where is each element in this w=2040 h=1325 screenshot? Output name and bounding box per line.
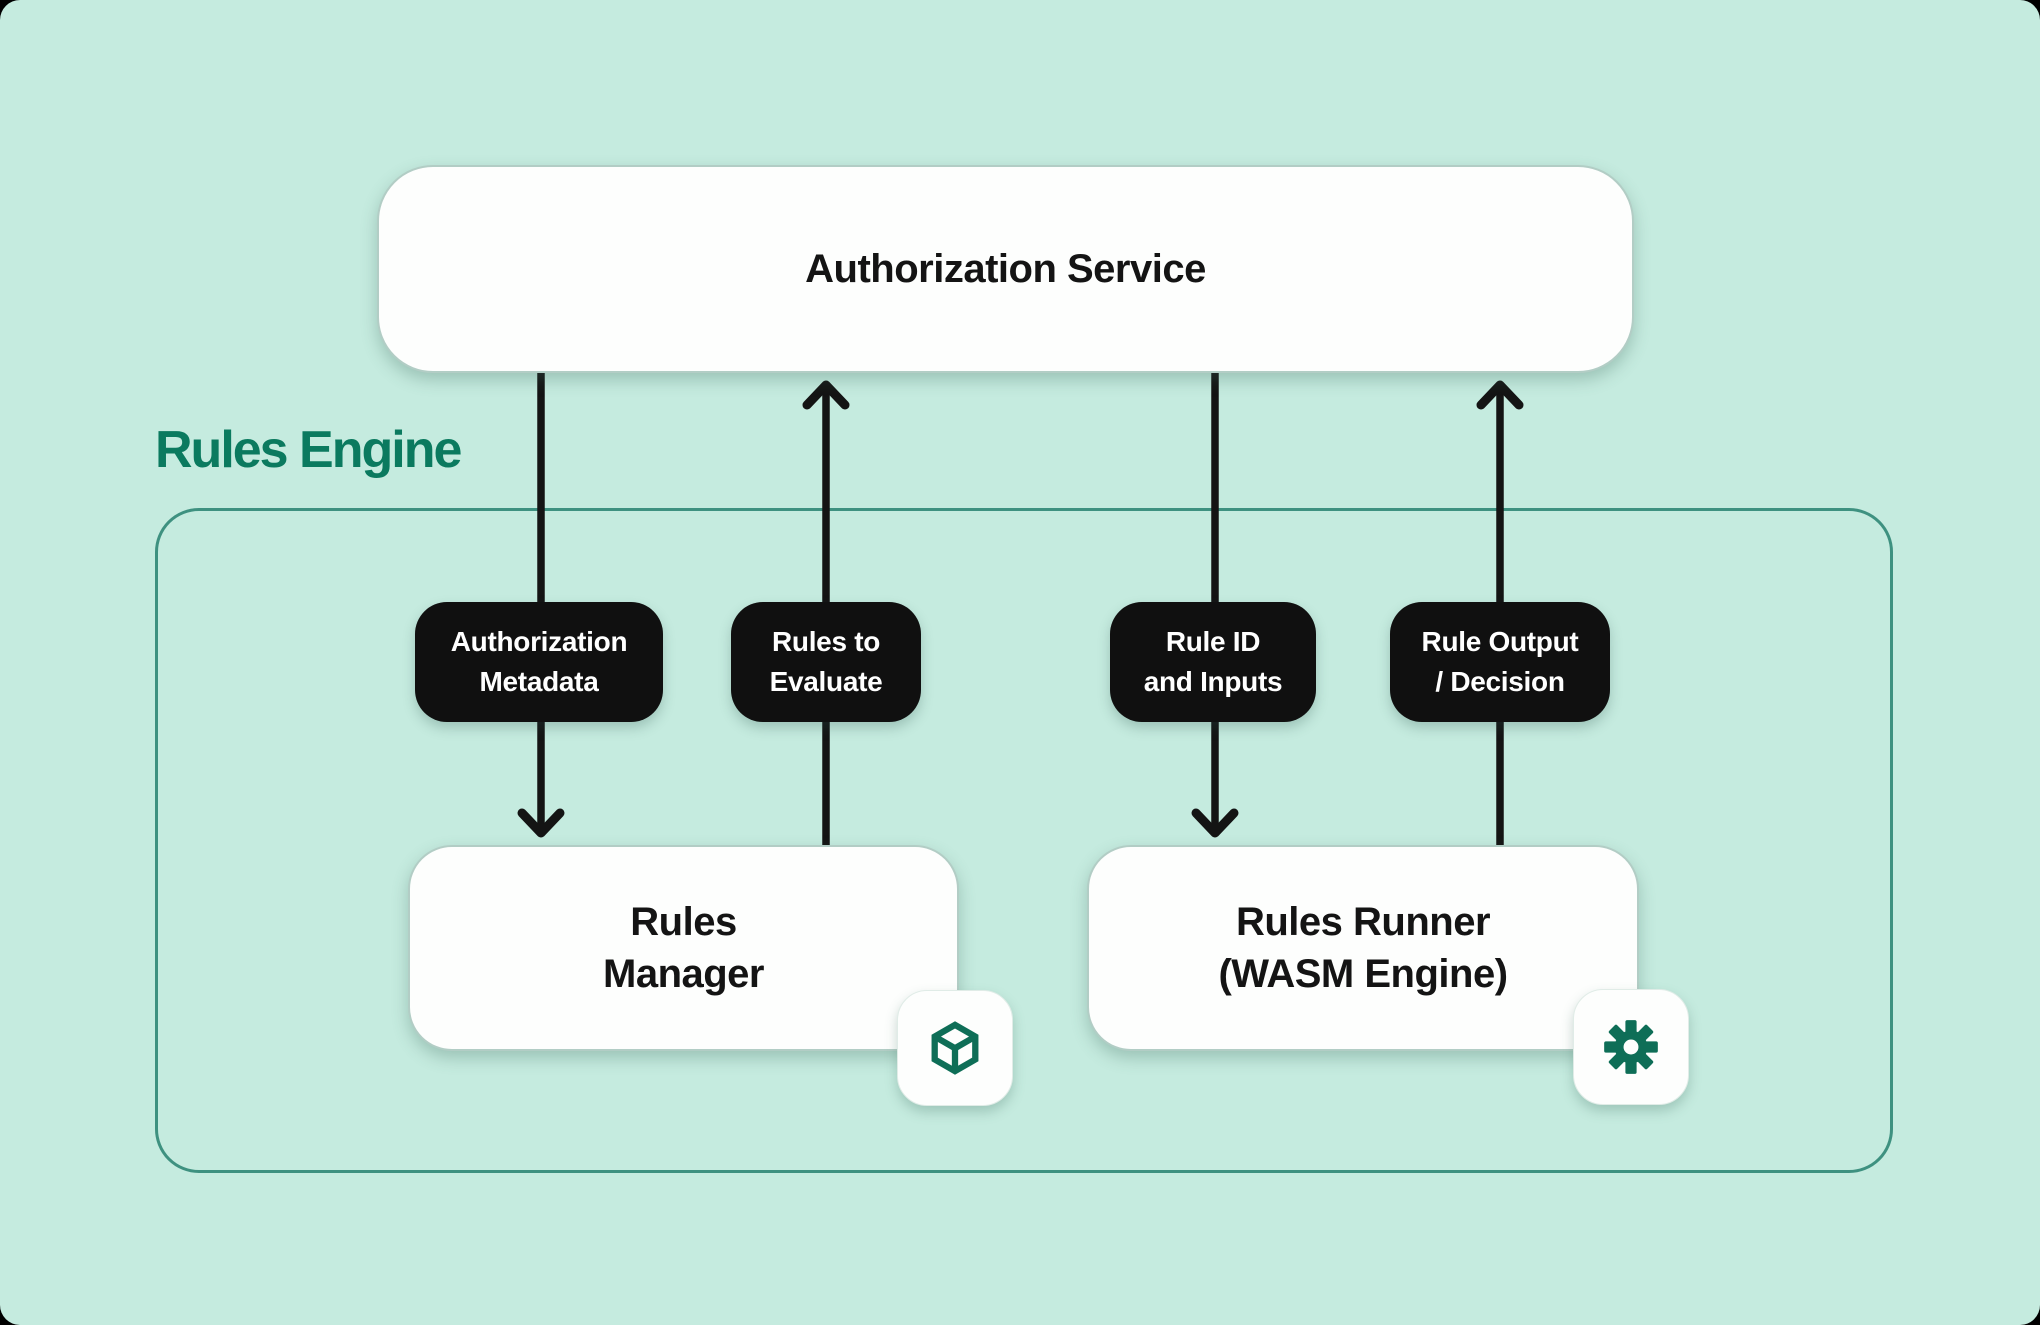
edge-label-line: and Inputs [1143, 666, 1283, 697]
edge-label-line: Metadata [479, 666, 599, 697]
rules-manager-icon-badge [897, 990, 1013, 1106]
cube-icon [931, 1021, 979, 1075]
rules-runner-label: Rules Runner [1235, 900, 1491, 944]
edge-label-rule-output-decision: Rule Output / Decision [1390, 602, 1610, 722]
gear-icon [1604, 1020, 1658, 1074]
edge-label-rule-id-and-inputs: Rule ID and Inputs [1110, 602, 1316, 722]
edge-label-line: Rule Output [1421, 626, 1579, 657]
authorization-service-label: Authorization Service [805, 246, 1206, 291]
rules-manager-node: Rules Manager [408, 845, 959, 1051]
rules-runner-label: (WASM Engine) [1218, 952, 1508, 996]
edge-label-line: Rules to [771, 626, 881, 657]
edge-label-line: / Decision [1435, 666, 1565, 697]
rules-manager-label: Rules [630, 900, 737, 944]
edge-label-line: Authorization [450, 626, 628, 657]
rules-engine-group-label: Rules Engine [155, 421, 462, 479]
authorization-service-node: Authorization Service [377, 165, 1634, 373]
rules-engine-group-container [155, 508, 1893, 1173]
rules-runner-node: Rules Runner (WASM Engine) [1087, 845, 1639, 1051]
edge-label-line: Rule ID [1165, 626, 1261, 657]
edge-label-rules-to-evaluate: Rules to Evaluate [731, 602, 921, 722]
rules-runner-icon-badge [1573, 989, 1689, 1105]
rules-manager-label: Manager [603, 952, 765, 996]
edge-label-authorization-metadata: Authorization Metadata [415, 602, 663, 722]
edge-label-line: Evaluate [769, 666, 883, 697]
